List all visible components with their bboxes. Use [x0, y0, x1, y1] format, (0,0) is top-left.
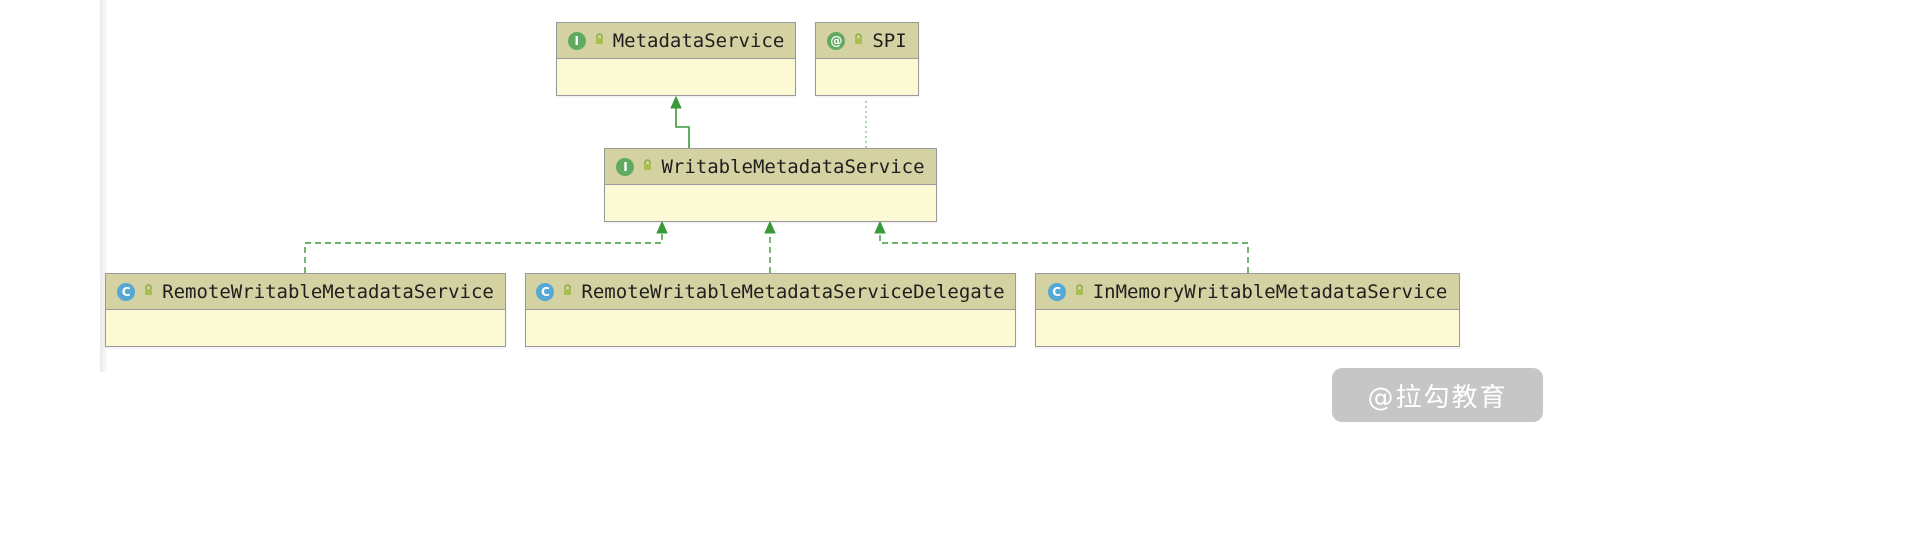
node-writable-metadata-service-body — [605, 185, 936, 221]
edge-writable-extends-metadata-service — [670, 95, 690, 148]
annotation-icon: @ — [827, 31, 846, 50]
node-metadata-service[interactable]: I MetadataService — [556, 22, 796, 96]
node-writable-metadata-service-header[interactable]: I WritableMetadataService — [605, 149, 936, 185]
lock-icon — [852, 31, 865, 50]
lock-icon — [561, 282, 574, 301]
node-in-memory-writable-metadata-service-body — [1036, 310, 1459, 346]
class-icon: C — [117, 282, 136, 301]
node-spi-header[interactable]: @ SPI — [816, 23, 918, 59]
node-in-memory-writable-metadata-service-header[interactable]: C InMemoryWritableMetadataService — [1036, 274, 1459, 310]
edge-inmemory-implements-writable — [874, 220, 1249, 273]
node-label: SPI — [872, 29, 907, 52]
edge-remote-implements-writable — [304, 220, 668, 273]
class-icon: C — [1047, 282, 1066, 301]
lock-icon — [142, 282, 155, 301]
lock-icon — [1073, 282, 1086, 301]
node-label: RemoteWritableMetadataService — [162, 280, 494, 303]
class-icon: C — [536, 282, 555, 301]
node-label: RemoteWritableMetadataServiceDelegate — [581, 280, 1005, 303]
node-label: WritableMetadataService — [661, 155, 925, 178]
interface-icon: I — [567, 31, 586, 50]
interface-icon: I — [616, 157, 635, 176]
node-remote-writable-metadata-service-delegate[interactable]: C RemoteWritableMetadataServiceDelegate — [525, 273, 1016, 347]
node-spi[interactable]: @ SPI — [815, 22, 919, 96]
node-writable-metadata-service[interactable]: I WritableMetadataService — [604, 148, 937, 222]
canvas-left-edge-shading — [100, 0, 108, 372]
node-remote-writable-metadata-service-body — [106, 310, 505, 346]
node-label: MetadataService — [612, 29, 785, 52]
node-label: InMemoryWritableMetadataService — [1092, 280, 1448, 303]
watermark: @拉勾教育 — [1332, 368, 1543, 422]
node-metadata-service-body — [557, 59, 795, 95]
node-spi-body — [816, 59, 918, 95]
node-remote-writable-metadata-service-header[interactable]: C RemoteWritableMetadataService — [106, 274, 505, 310]
node-in-memory-writable-metadata-service[interactable]: C InMemoryWritableMetadataService — [1035, 273, 1460, 347]
node-metadata-service-header[interactable]: I MetadataService — [557, 23, 795, 59]
node-remote-writable-metadata-service[interactable]: C RemoteWritableMetadataService — [105, 273, 506, 347]
lock-icon — [641, 157, 654, 176]
node-remote-writable-metadata-service-delegate-body — [526, 310, 1015, 346]
edge-delegate-implements-writable — [764, 220, 776, 273]
lock-icon — [593, 31, 606, 50]
node-remote-writable-metadata-service-delegate-header[interactable]: C RemoteWritableMetadataServiceDelegate — [526, 274, 1015, 310]
